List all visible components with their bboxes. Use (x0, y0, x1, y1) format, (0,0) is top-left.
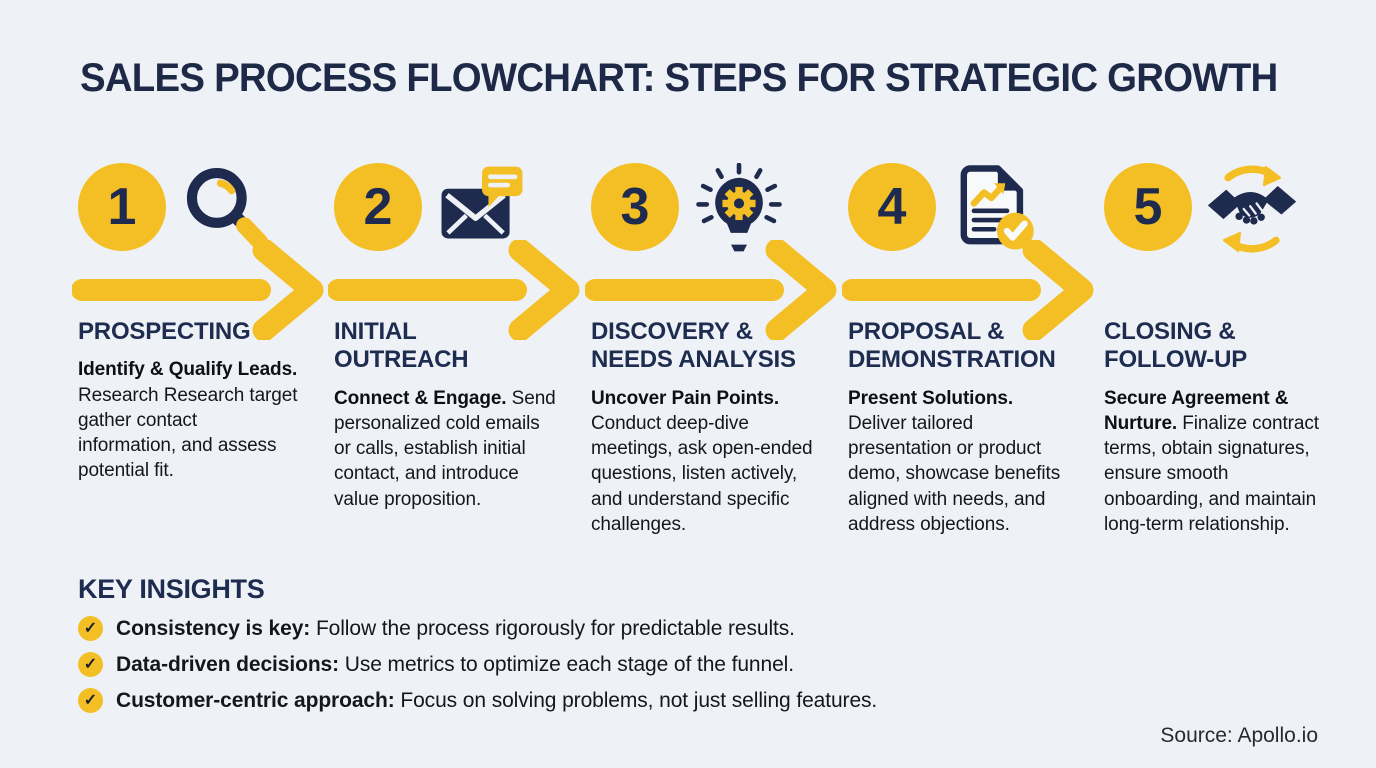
step-3-body: Conduct deep-dive meetings, ask open-end… (591, 412, 813, 535)
step-2-header: 2 (334, 163, 556, 261)
key-insights-heading: KEY INSIGHTS (78, 574, 265, 604)
step-4-lead: Present Solutions. (848, 387, 1014, 409)
insight-text: Customer-centric approach: Focus on solv… (116, 689, 877, 713)
step-4-title: PROPOSAL & DEMONSTRATION (848, 318, 1056, 374)
insight-text: Consistency is key: Follow the process r… (116, 617, 795, 641)
step-3-number-badge: 3 (591, 163, 679, 251)
step-1-lead: Identify & Qualify Leads. (78, 359, 298, 381)
step-1-header: 1 (78, 163, 300, 261)
lightbulb-gear-icon (696, 163, 782, 252)
step-5-number-badge: 5 (1104, 163, 1192, 251)
insight-text: Data-driven decisions: Use metrics to op… (116, 653, 794, 677)
flow-arrow-2 (328, 240, 580, 340)
step-5-title: CLOSING & FOLLOW-UP (1104, 318, 1248, 374)
check-icon: ✓ (78, 616, 103, 641)
step-4-description: Present Solutions. Deliver tailored pres… (848, 386, 1070, 538)
step-4-number: 4 (877, 178, 907, 236)
step-1-arrow-spacer (78, 261, 300, 318)
flow-arrow-3 (585, 240, 837, 340)
insight-label: Customer-centric approach: (116, 688, 395, 712)
insight-item-customer-centric: ✓ Customer-centric approach: Focus on so… (78, 688, 877, 713)
step-3-number: 3 (620, 178, 650, 236)
key-insights-section: KEY INSIGHTS ✓ Consistency is key: Follo… (78, 574, 877, 713)
insight-item-data-driven: ✓ Data-driven decisions: Use metrics to … (78, 652, 877, 677)
source-attribution: Source: Apollo.io (1160, 724, 1318, 747)
insight-label: Data-driven decisions: (116, 652, 340, 676)
step-5-header: 5 (1104, 163, 1326, 261)
step-2-number-badge: 2 (334, 163, 422, 251)
insight-body: Follow the process rigorously for predic… (315, 616, 795, 640)
step-5-body: Finalize contract terms, obtain signatur… (1104, 412, 1319, 535)
check-icon: ✓ (78, 688, 103, 713)
step-3-arrow-spacer (591, 261, 813, 318)
flow-arrow-4 (842, 240, 1094, 340)
insight-item-consistency: ✓ Consistency is key: Follow the process… (78, 616, 877, 641)
step-4-arrow-spacer (848, 261, 1070, 318)
step-3-discovery: 3 (591, 163, 813, 537)
insight-body: Use metrics to optimize each stage of th… (344, 652, 794, 676)
step-2-body: Send personalized cold emails or calls, … (334, 387, 556, 510)
page-title: SALES PROCESS FLOWCHART: STEPS FOR STRAT… (80, 56, 1278, 100)
insight-body: Focus on solving problems, not just sell… (400, 688, 878, 712)
step-5-lead: Secure Agreement & Nurture. (1104, 387, 1289, 434)
step-2-lead: Connect & Engage. (334, 387, 507, 409)
proposal-check-icon (960, 165, 1034, 250)
step-2-initial-outreach: 2 INITIAL OUTREACH Connect & Engage. Sen… (334, 163, 556, 512)
step-3-description: Uncover Pain Points. Conduct deep-dive m… (591, 386, 813, 538)
step-2-title: INITIAL OUTREACH (334, 318, 469, 374)
step-2-arrow-spacer (334, 261, 556, 318)
step-1-number-badge: 1 (78, 163, 166, 251)
step-1-description: Identify & Qualify Leads. Research Resea… (78, 357, 300, 483)
envelope-chat-icon (441, 166, 523, 239)
step-3-header: 3 (591, 163, 813, 261)
step-4-number-badge: 4 (848, 163, 936, 251)
insight-label: Consistency is key: (116, 616, 311, 640)
handshake-cycle-icon (1207, 165, 1297, 253)
step-2-number: 2 (363, 178, 393, 236)
step-1-body: Research Research target gather contact … (78, 384, 298, 482)
step-3-title: DISCOVERY & NEEDS ANALYSIS (591, 318, 796, 374)
step-5-description: Secure Agreement & Nurture. Finalize con… (1104, 386, 1326, 538)
step-4-header: 4 (848, 163, 1070, 261)
step-1-title: PROSPECTING (78, 318, 251, 345)
magnifier-icon (186, 168, 269, 251)
step-3-lead: Uncover Pain Points. (591, 387, 780, 409)
step-2-description: Connect & Engage. Send personalized cold… (334, 386, 556, 512)
step-5-arrow-spacer (1104, 261, 1326, 318)
flow-arrow-1 (72, 240, 324, 340)
check-icon: ✓ (78, 652, 103, 677)
step-4-body: Deliver tailored presentation or product… (848, 412, 1061, 535)
step-4-proposal: 4 PROPOSAL & DEMONSTRATION Present Solut… (848, 163, 1070, 537)
step-1-number: 1 (107, 178, 137, 236)
step-5-closing: 5 (1104, 163, 1326, 537)
step-1-prospecting: 1 PROSPECTING Identify & Qualify Leads. … (78, 163, 300, 484)
step-5-number: 5 (1133, 178, 1163, 236)
